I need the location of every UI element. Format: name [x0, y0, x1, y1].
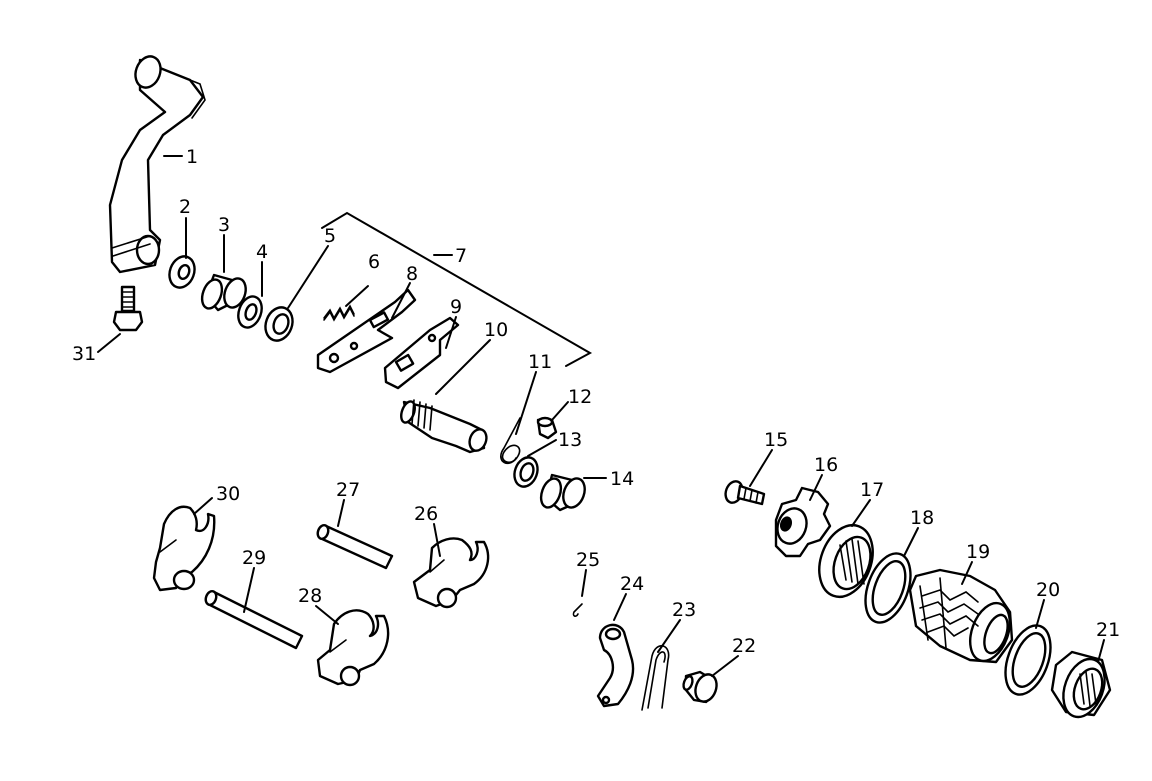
- callout-28: 28: [298, 585, 322, 607]
- callout-4: 4: [256, 241, 268, 263]
- part-10-shaft: [400, 399, 488, 454]
- part-22-bolt: [682, 670, 718, 704]
- callout-8: 8: [406, 263, 418, 285]
- part-16-star-cam: [774, 486, 832, 558]
- part-26-shift-fork: [412, 537, 490, 609]
- callout-2: 2: [179, 196, 191, 218]
- callout-20: 20: [1036, 579, 1060, 601]
- part-9-plate: [383, 316, 460, 390]
- part-1-lever: [108, 55, 206, 274]
- callout-11: 11: [528, 351, 552, 373]
- callout-1: 1: [186, 146, 198, 168]
- part-21-bearing: [1050, 650, 1112, 719]
- part-18-ring: [864, 552, 912, 624]
- part-27-shaft: [316, 524, 394, 570]
- callout-21: 21: [1096, 619, 1120, 641]
- part-23-spring: [641, 645, 670, 711]
- part-30-shift-fork: [152, 505, 216, 592]
- part-29-shaft: [204, 590, 304, 650]
- part-20-ring: [1004, 624, 1052, 696]
- callout-17: 17: [860, 479, 884, 501]
- part-17-bearing: [818, 523, 874, 599]
- part-6-spring: [323, 304, 355, 322]
- part-14-collar: [539, 473, 586, 512]
- part-19-shift-drum: [908, 568, 1014, 664]
- callout-31: 31: [72, 343, 96, 365]
- callout-numbers: 1 2 3 4 5 6 7 8 9 10 11 12 13 14 15 16 1…: [72, 146, 1120, 657]
- part-11-spring: [500, 417, 521, 465]
- callout-10: 10: [484, 319, 508, 341]
- part-31-bolt: [112, 285, 144, 332]
- callout-29: 29: [242, 547, 266, 569]
- callout-12: 12: [568, 386, 592, 408]
- callout-25: 25: [576, 549, 600, 571]
- part-4-washer: [237, 295, 263, 329]
- callout-13: 13: [558, 429, 582, 451]
- part-12-pin: [536, 416, 558, 440]
- callout-23: 23: [672, 599, 696, 621]
- callout-19: 19: [966, 541, 990, 563]
- part-15-screw: [724, 480, 766, 506]
- callout-15: 15: [764, 429, 788, 451]
- part-8-plate: [316, 288, 417, 374]
- callout-6: 6: [368, 251, 380, 273]
- callout-24: 24: [620, 573, 644, 595]
- leader-lines: [97, 155, 1105, 677]
- part-13-washer: [513, 456, 539, 488]
- callout-22: 22: [732, 635, 756, 657]
- callout-7: 7: [455, 245, 467, 267]
- callout-26: 26: [414, 503, 438, 525]
- callout-30: 30: [216, 483, 240, 505]
- part-3-collar: [200, 273, 247, 312]
- part-28-shift-fork: [316, 609, 390, 687]
- callout-3: 3: [218, 214, 230, 236]
- callout-9: 9: [450, 296, 462, 318]
- part-2-washer: [168, 255, 196, 289]
- group-7-bracket: [321, 211, 593, 367]
- part-5-seal: [264, 306, 294, 342]
- callout-27: 27: [336, 479, 360, 501]
- part-25-clip: [572, 603, 583, 617]
- callout-18: 18: [910, 507, 934, 529]
- callout-5: 5: [324, 225, 336, 247]
- callout-16: 16: [814, 454, 838, 476]
- callout-14: 14: [610, 468, 634, 490]
- part-24-stopper-arm: [596, 623, 635, 708]
